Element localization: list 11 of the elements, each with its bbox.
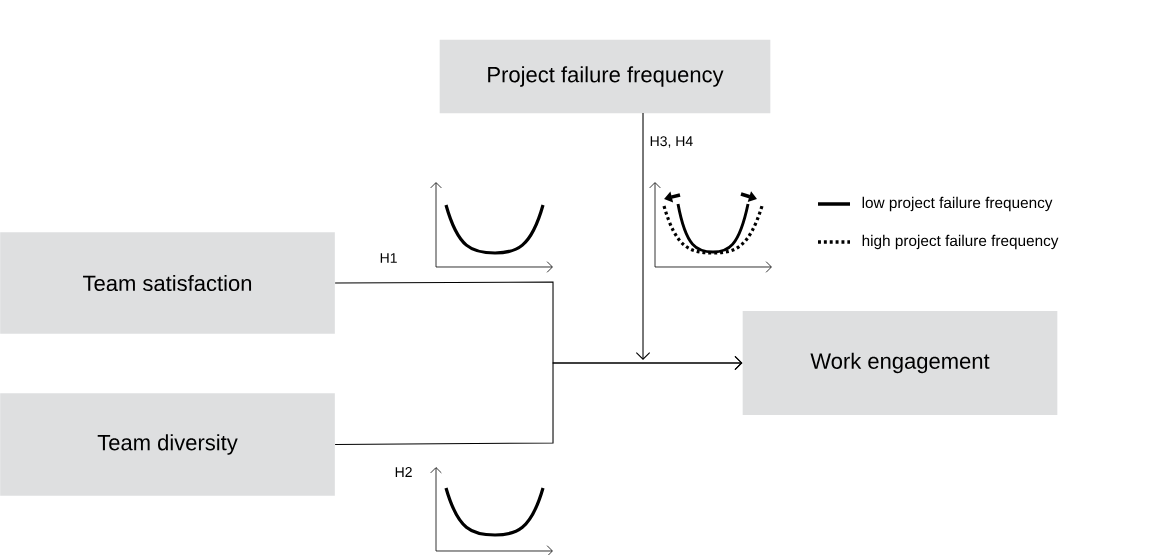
legend-label: high project failure frequency [862,234,1059,250]
hypothesis-label: H1 [380,253,397,263]
concept-box: Team diversity [0,393,335,496]
connector-arrow [334,355,743,446]
legend-label: low project failure frequency [862,196,1053,212]
hypothesis-label: H2 [395,467,412,477]
concept-box: Work engagement [742,311,1058,415]
connector-arrow [635,112,651,360]
hypothesis-label: H3, H4 [650,136,693,148]
concept-box: Team satisfaction [0,232,335,334]
concept-box: Project failure frequency [439,39,771,114]
